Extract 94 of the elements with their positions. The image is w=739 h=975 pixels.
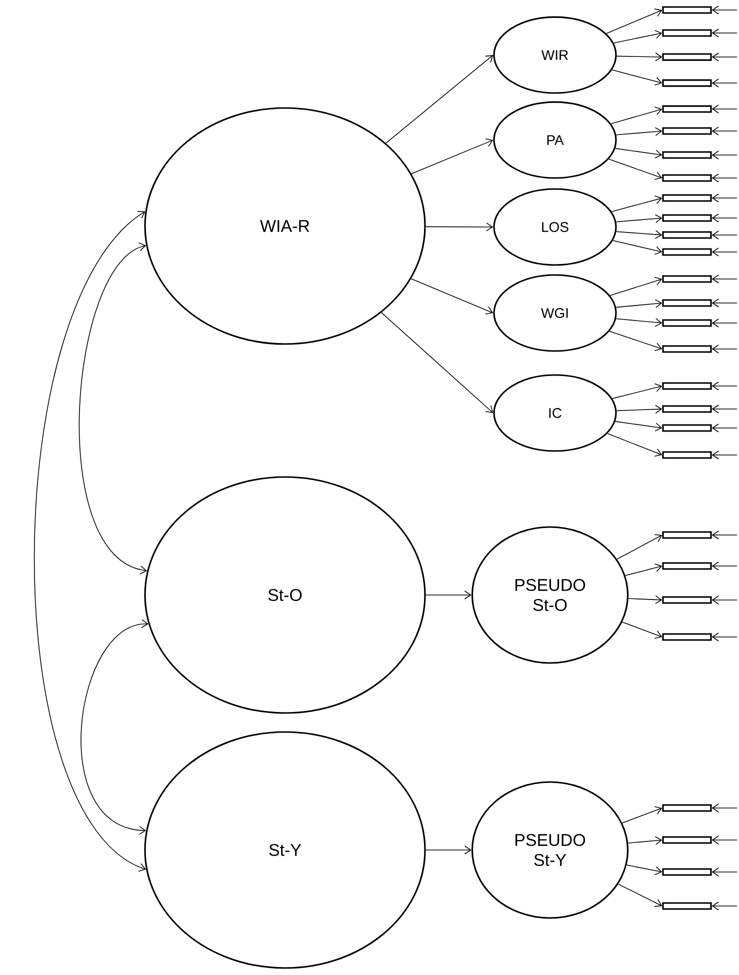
arrow <box>614 421 662 432</box>
bar-rectangle <box>662 424 712 432</box>
arrow <box>611 196 662 212</box>
arrow <box>425 846 472 854</box>
bar-rectangle <box>662 382 712 390</box>
bar-rectangle <box>662 214 712 222</box>
error-arrow <box>712 298 738 308</box>
bar-rectangle <box>662 275 712 283</box>
bar-rectangle <box>662 451 712 459</box>
error-arrow <box>712 194 738 202</box>
arrow <box>610 276 662 296</box>
arrow <box>381 312 494 413</box>
arrow <box>608 158 662 180</box>
error-arrow <box>712 174 738 182</box>
error-arrow <box>712 214 738 222</box>
arrow <box>609 330 662 352</box>
arrow <box>616 127 662 136</box>
arrow <box>411 138 494 174</box>
error-arrow <box>712 344 738 354</box>
bar-rectangle <box>662 902 712 910</box>
bar-rectangle <box>662 804 712 812</box>
bar-rectangle <box>662 299 712 307</box>
bar-rectangle <box>662 105 712 113</box>
error-arrow <box>712 804 738 812</box>
error-arrow <box>712 28 738 38</box>
arrow <box>616 299 662 308</box>
error-arrow <box>712 382 738 390</box>
error-arrow <box>712 596 738 604</box>
error-arrow <box>712 150 738 160</box>
arrow <box>616 52 662 62</box>
arrow <box>612 70 662 86</box>
error-arrow <box>712 6 738 14</box>
error-arrow <box>712 52 738 62</box>
error-arrow <box>712 230 738 240</box>
error-arrow <box>712 248 738 256</box>
error-arrow <box>712 318 738 328</box>
error-arrow <box>712 868 738 876</box>
error-arrow <box>712 530 738 540</box>
arrow <box>614 148 662 158</box>
bar-rectangle <box>662 405 712 413</box>
bar-rectangle <box>662 562 712 570</box>
error-arrow <box>712 274 738 284</box>
arrow <box>612 383 662 399</box>
covariance-arrow <box>79 242 148 574</box>
bar-rectangle <box>662 6 712 14</box>
arrow <box>606 8 662 34</box>
error-arrow <box>712 424 738 432</box>
bar-rectangle <box>662 231 712 239</box>
error-arrow <box>712 836 738 844</box>
bar-rectangle <box>662 633 712 641</box>
error-arrow <box>712 126 738 136</box>
bar-rectangle <box>662 596 712 604</box>
bar-rectangle <box>662 531 712 539</box>
arrow <box>616 534 662 560</box>
arrow <box>628 595 662 604</box>
arrow <box>616 318 662 327</box>
arrow <box>622 622 662 639</box>
bar-rectangle <box>662 248 712 256</box>
arrow <box>624 563 662 576</box>
error-arrow <box>712 450 738 460</box>
bar-rectangle <box>662 151 712 159</box>
bar-rectangle <box>662 868 712 876</box>
arrow <box>386 55 494 144</box>
arrow <box>612 240 662 255</box>
bar-rectangle <box>662 194 712 202</box>
error-arrow <box>712 404 738 414</box>
bar-rectangle <box>662 127 712 135</box>
bar-rectangle <box>662 836 712 844</box>
bar-rectangle <box>662 174 712 182</box>
error-arrow <box>712 902 738 910</box>
covariance-arrow <box>34 211 146 872</box>
error-arrow <box>712 562 738 570</box>
error-arrow <box>712 78 738 88</box>
arrow <box>425 590 472 600</box>
error-arrow <box>712 632 738 642</box>
bar-rectangle <box>662 79 712 87</box>
arrow <box>618 884 662 907</box>
arrow <box>616 214 662 223</box>
bar-rectangle <box>662 319 712 327</box>
arrow <box>616 230 662 239</box>
bar-rectangle <box>662 345 712 353</box>
bar-rectangle <box>662 29 712 37</box>
arrow <box>626 864 662 876</box>
arrow <box>628 836 662 845</box>
arrow <box>622 806 662 824</box>
error-arrow <box>712 104 738 114</box>
arrow <box>607 433 662 457</box>
arrow <box>613 30 662 44</box>
arrow <box>425 222 494 232</box>
arrow <box>410 278 494 314</box>
bar-rectangle <box>662 53 712 61</box>
arrow <box>616 404 662 414</box>
covariance-arrow <box>80 619 148 835</box>
arrow <box>610 106 662 124</box>
